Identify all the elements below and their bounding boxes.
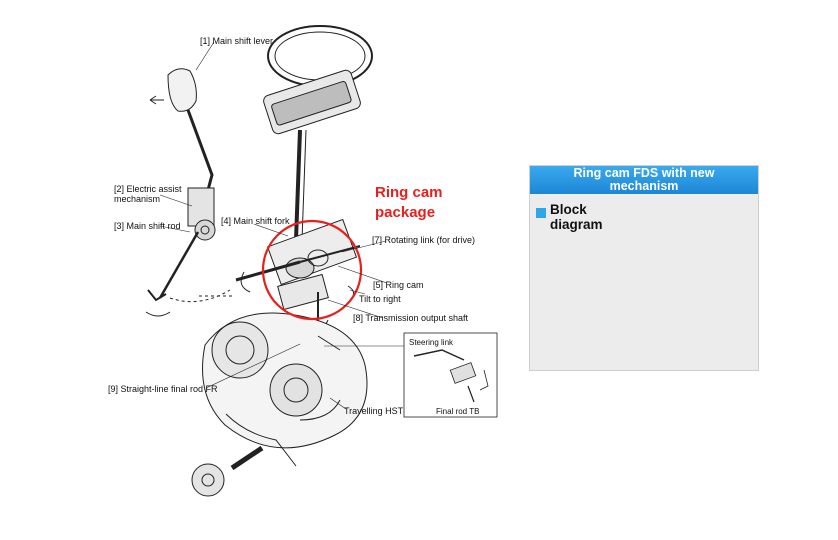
steering-wheel [263,25,373,241]
output-flange [191,445,264,497]
label-steering-link: Steering link [409,338,454,347]
electric-assist-mechanism [187,187,216,241]
panel-title-line1: Ring cam FDS with new [573,166,715,180]
main-shift-rod [145,231,231,317]
block-diagram-line2: diagram [550,217,603,232]
label-main-shift-fork: [4] Main shift fork [221,216,290,226]
panel-title: Ring cam FDS with new mechanism [530,167,758,193]
label-electric-assist-line1: [2] Electric assist [114,184,182,194]
ring-cam-package-line1: Ring cam [375,184,443,201]
label-rotating-link: [7] Rotating link (for drive) [372,235,476,245]
ring-cam-fds-panel: Ring cam FDS with new mechanism Block di… [529,165,759,371]
panel-header [530,166,758,194]
label-main-shift-rod: [3] Main shift rod [114,221,181,231]
ring-cam-package-line2: package [375,204,436,221]
label-transmission-output-shaft: [8] Transmission output shaft [353,313,469,323]
ring-cam-highlight [261,219,363,321]
label-main-shift-lever: [1] Main shift lever [200,36,274,46]
label-electric-assist-line2: mechanism [114,194,161,204]
block-diagram-label: Block diagram [550,202,630,232]
block-diagram-square-icon [536,208,546,218]
label-tilt-to-right: Tilt to right [359,294,401,304]
label-straight-line-final-rod: [9] Straight-line final rod FR [108,384,218,394]
label-final-rod-tb: Final rod TB [436,407,480,416]
block-diagram-line1: Block [550,202,587,217]
label-ring-cam: [5] Ring cam [373,280,424,290]
final-rod-inset [403,332,498,418]
leader-lines [159,41,404,410]
label-travelling-hst: Travelling HST [344,406,404,416]
travelling-hst [202,312,368,467]
panel-title-line2: mechanism [609,179,679,193]
